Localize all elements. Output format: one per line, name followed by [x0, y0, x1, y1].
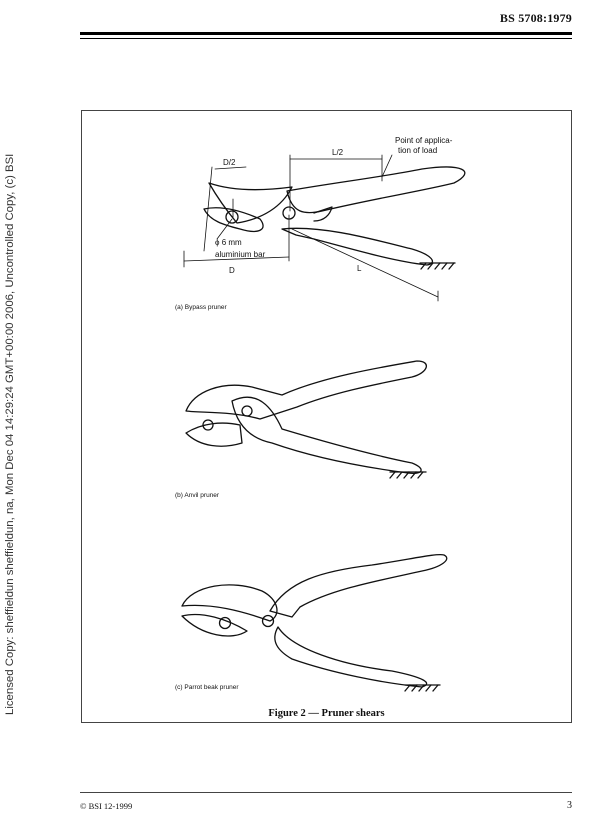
figure-drawing: Point of applica- tion of load D/2 L/2 ϕ… [175, 136, 466, 692]
half-l-label: L/2 [332, 148, 344, 157]
dimension-lines [183, 154, 439, 302]
d-dimension-label: D [229, 266, 235, 275]
header-rule-thick [80, 32, 572, 35]
license-watermark: Licensed Copy: sheffieldun sheffieldun, … [4, 153, 16, 715]
footer-copyright: © BSI 12-1999 [80, 801, 133, 811]
load-point-label-line2: tion of load [398, 146, 437, 155]
bar-size-label: ϕ 6 mm [215, 238, 242, 247]
panel-label-bypass: (a) Bypass pruner [175, 304, 227, 311]
standard-number: BS 5708:1979 [499, 11, 572, 25]
bar-material-label: aluminium bar [215, 250, 266, 259]
load-point-label-line1: Point of applica- [395, 136, 453, 145]
l-dimension-label: L [357, 264, 362, 273]
panel-label-anvil: (b) Anvil pruner [175, 492, 220, 499]
half-d-label: D/2 [223, 158, 236, 167]
figure-caption: Figure 2 — Pruner shears [268, 708, 385, 719]
anvil-pruner-drawing [185, 360, 427, 479]
page-number: 3 [567, 800, 572, 811]
footer-rule [80, 792, 572, 793]
header-rule-thin [80, 38, 572, 39]
parrot-beak-pruner-drawing [181, 553, 448, 692]
bypass-pruner-drawing [203, 166, 466, 270]
panel-label-parrot-beak: (c) Parrot beak pruner [175, 684, 239, 691]
figure-box: Point of applica- tion of load D/2 L/2 ϕ… [81, 110, 572, 723]
